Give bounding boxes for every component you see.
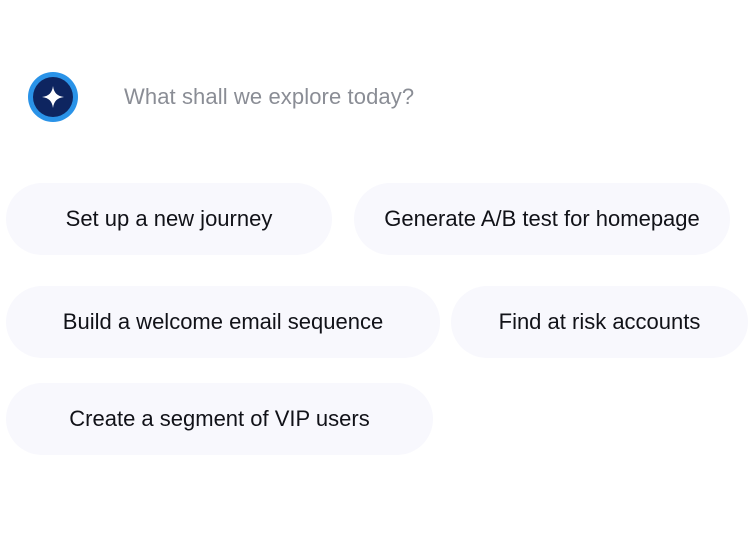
assistant-logo: [28, 72, 78, 122]
assistant-header: What shall we explore today?: [28, 72, 414, 122]
suggestion-find-at-risk-accounts[interactable]: Find at risk accounts: [451, 286, 748, 358]
sparkle-icon: [33, 77, 73, 117]
suggestion-ab-test-homepage[interactable]: Generate A/B test for homepage: [354, 183, 730, 255]
assistant-prompt: What shall we explore today?: [124, 84, 415, 109]
suggestion-vip-segment[interactable]: Create a segment of VIP users: [6, 383, 433, 455]
suggestion-setup-journey[interactable]: Set up a new journey: [6, 183, 332, 255]
suggestion-welcome-email-sequence[interactable]: Build a welcome email sequence: [6, 286, 440, 358]
